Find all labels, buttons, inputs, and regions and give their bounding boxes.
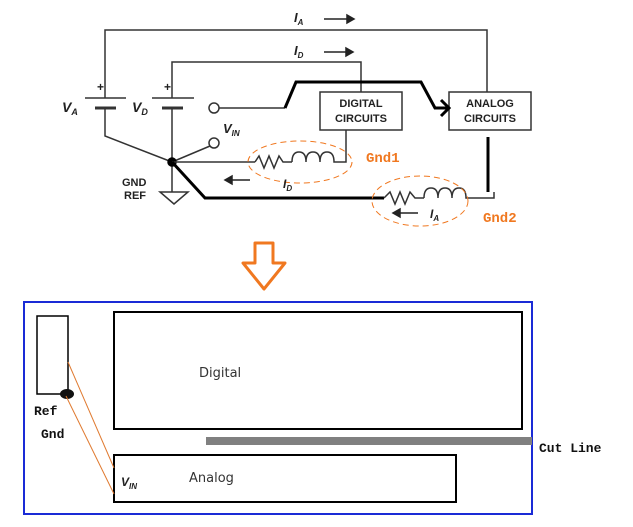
vin-terminal-top <box>208 102 220 114</box>
analog-circuits-label-line2: CIRCUITS <box>464 113 516 125</box>
gnd-ref-label-line2: REF <box>124 190 146 202</box>
va-plus-sign: + <box>97 80 104 94</box>
va-supply-wire <box>104 29 488 92</box>
vin-label: VIN <box>223 121 240 138</box>
ia-bottom-label: IA <box>430 207 439 223</box>
vd-supply-wire <box>171 61 362 92</box>
id-arrow-head <box>345 46 355 58</box>
ref-gnd-point <box>60 389 74 399</box>
analog-circuits-box <box>448 91 532 131</box>
gnd2-resistor-icon <box>383 190 424 206</box>
ia-arrow-head <box>346 13 356 25</box>
vin-signal-wire <box>283 80 449 110</box>
analog-circuits-label-line1: ANALOG <box>466 98 514 110</box>
gnd1-inductor-icon <box>291 130 347 163</box>
gnd2-label: Gnd2 <box>483 211 517 227</box>
board-vin-label: VIN <box>121 475 137 491</box>
ref-gnd-label-line2: Gnd <box>41 427 64 442</box>
board-outline <box>23 301 533 515</box>
signal-path <box>170 80 490 200</box>
vin-trace-bottom <box>65 395 115 495</box>
ia-top-label: IA <box>294 10 304 27</box>
gnd1-label: Gnd1 <box>366 151 400 167</box>
cut-line <box>206 437 532 445</box>
vin-terminal-bottom <box>208 137 220 149</box>
ground-symbol-icon <box>157 191 191 205</box>
digital-circuits-label-line1: DIGITAL <box>339 98 382 110</box>
id-top-label: ID <box>294 43 304 60</box>
gnd2-highlight <box>371 175 469 227</box>
gnd1-resistor-icon <box>254 154 292 170</box>
digital-block-label: Digital <box>199 366 241 381</box>
down-arrow-icon <box>241 241 287 291</box>
vin-trace-top <box>67 361 115 469</box>
vin-arrow-icon <box>439 98 452 118</box>
gnd-ref-label-line1: GND <box>122 177 147 189</box>
ia-return-arrow-head <box>391 207 401 219</box>
gnd2-inductor-icon <box>423 187 495 199</box>
va-return-wire <box>104 108 173 163</box>
analog-return-wire <box>170 160 384 200</box>
cut-line-label: Cut Line <box>539 441 602 456</box>
digital-circuits-label-line2: CIRCUITS <box>335 113 387 125</box>
schematic <box>85 29 532 205</box>
vd-label: VD <box>132 99 148 117</box>
ref-gnd-block <box>36 315 69 395</box>
vin-ground-wire <box>171 145 211 163</box>
id-return-arrow-head <box>223 174 233 186</box>
analog-block <box>113 454 457 503</box>
analog-block-label: Analog <box>189 471 234 486</box>
digital-circuits-box <box>319 91 403 131</box>
va-label: VA <box>62 99 78 117</box>
vd-plus-sign: + <box>164 80 171 94</box>
id-bottom-label: ID <box>283 177 292 193</box>
digital-block <box>113 311 523 430</box>
ref-gnd-label-line1: Ref <box>34 404 58 419</box>
gnd1-highlight <box>247 140 353 184</box>
